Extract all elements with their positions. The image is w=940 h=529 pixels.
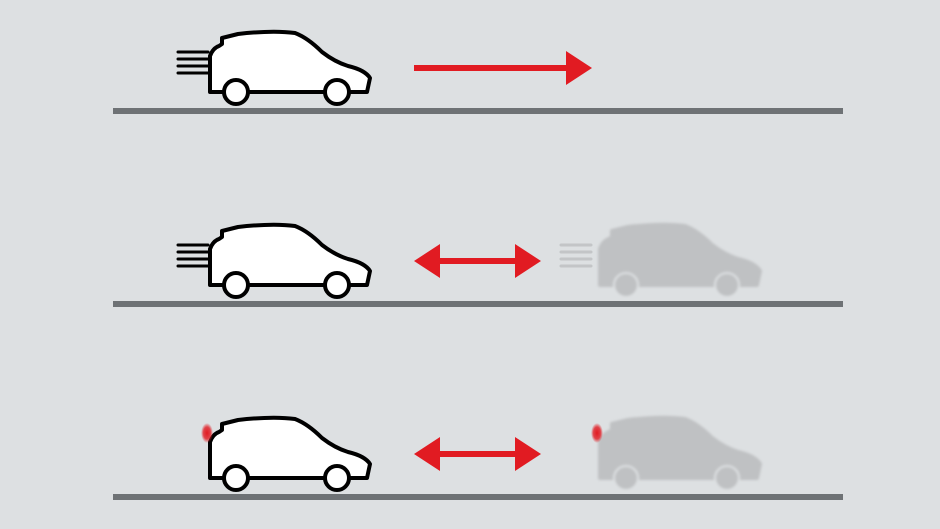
car-wheel (222, 464, 250, 492)
car-wheel (323, 271, 351, 299)
distance-double-arrow-icon (414, 437, 541, 471)
ghost-wheel (714, 465, 740, 491)
scene-follow-distance (113, 222, 843, 307)
road-line (113, 108, 843, 114)
scene-cruise (113, 29, 843, 114)
road-line (113, 494, 843, 500)
forward-arrow-icon (414, 51, 592, 85)
road-line (113, 301, 843, 307)
ghost-wheel (613, 272, 639, 298)
distance-double-arrow-icon (414, 244, 541, 278)
scene-stop-and-hold (113, 415, 843, 500)
speed-lines-icon (559, 243, 593, 268)
hatchback-car-icon (208, 222, 372, 299)
hatchback-car-icon (208, 29, 372, 106)
ghost-wheel (613, 465, 639, 491)
brake-light-icon (201, 423, 213, 443)
speed-lines-icon (176, 243, 210, 268)
car-wheel (222, 271, 250, 299)
brake-light-icon (591, 423, 603, 443)
lead-vehicle-icon (598, 222, 762, 298)
ghost-wheel (714, 272, 740, 298)
car-wheel (323, 78, 351, 106)
speed-lines-icon (176, 50, 210, 75)
car-wheel (323, 464, 351, 492)
car-wheel (222, 78, 250, 106)
lead-vehicle-icon (591, 415, 762, 491)
hatchback-car-icon (201, 415, 372, 492)
